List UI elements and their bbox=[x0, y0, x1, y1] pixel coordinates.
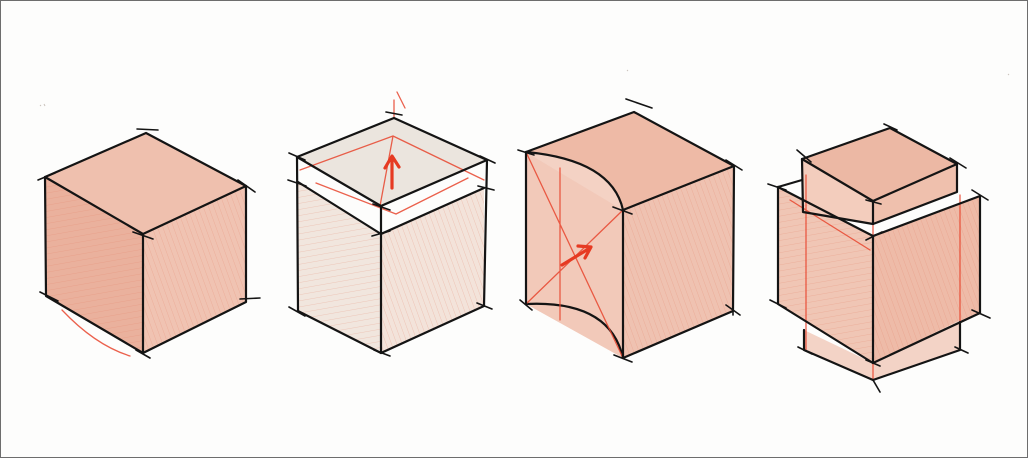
cube-solid bbox=[38, 129, 260, 358]
cube-transparent-top-arrow bbox=[288, 92, 495, 356]
cube-stacked-offset bbox=[768, 124, 990, 392]
cube-curved-cut-arrow bbox=[518, 99, 742, 362]
paper-specks bbox=[40, 70, 1009, 106]
